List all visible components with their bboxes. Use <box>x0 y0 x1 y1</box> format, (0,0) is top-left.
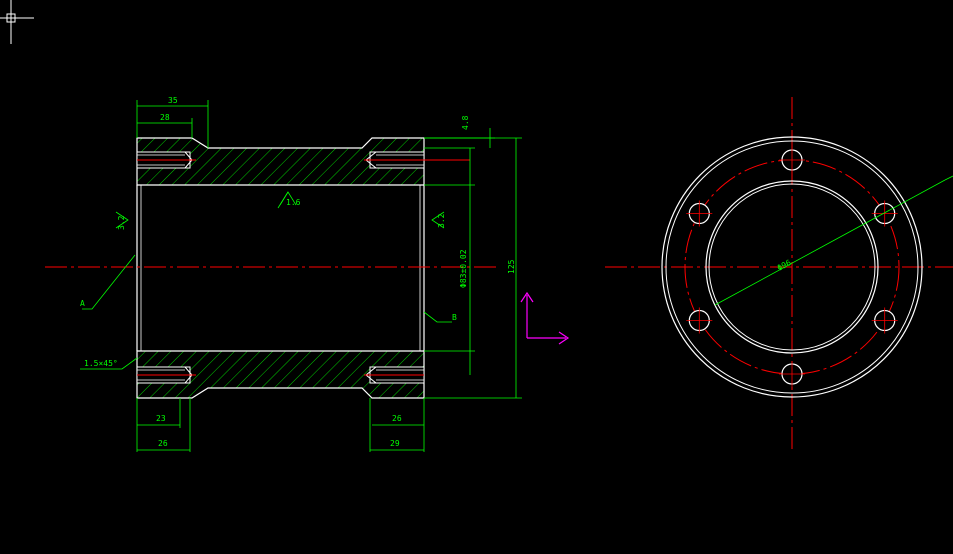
roughness-bore: 1.6 <box>286 198 301 207</box>
side-end-view: Φ96 <box>605 97 953 450</box>
dim-bottom-outer-left: 26 <box>158 439 168 448</box>
bottom-left-thread-hole <box>136 366 196 384</box>
roughness-right: 3.2 <box>437 213 446 228</box>
bore-chamfer-circle <box>708 183 876 351</box>
dim-bore-diameter: Φ83±0.02 <box>459 249 468 288</box>
front-dimensions <box>80 100 522 452</box>
pitch-diameter-label: Φ96 <box>776 258 793 273</box>
front-section-view <box>45 137 500 399</box>
dim-bottom-outer-right: 29 <box>390 439 400 448</box>
front-dimension-labels: 35 28 23 26 26 29 4.8 Φ83±0.02 125 1.6 3… <box>80 96 516 448</box>
crosshair-cursor-icon <box>0 0 34 44</box>
bore-outline <box>136 185 425 351</box>
dim-outer-size: 125 <box>507 259 516 274</box>
bore-circle <box>705 180 879 354</box>
top-right-thread-hole <box>364 151 470 169</box>
dim-top-outer-width: 35 <box>168 96 178 105</box>
dim-bottom-inner-right: 26 <box>392 414 402 423</box>
datum-a-label: A <box>80 299 85 308</box>
dim-top-inner-width: 28 <box>160 113 170 122</box>
dim-step-height: 4.8 <box>461 115 470 130</box>
roughness-left: 3.2 <box>117 215 126 230</box>
ucs-icon <box>520 291 570 345</box>
chamfer-label: 1.5×45° <box>84 359 118 368</box>
bolt-holes <box>686 147 898 387</box>
outer-chamfer-circle <box>665 140 919 394</box>
outer-circle <box>661 136 923 398</box>
top-wall-section <box>136 137 425 186</box>
bottom-right-thread-hole <box>364 366 425 384</box>
pitch-diameter-leader <box>714 179 946 306</box>
dim-bottom-inner-left: 23 <box>156 414 166 423</box>
datum-b-label: B <box>452 313 457 322</box>
top-left-thread-hole <box>136 151 196 169</box>
